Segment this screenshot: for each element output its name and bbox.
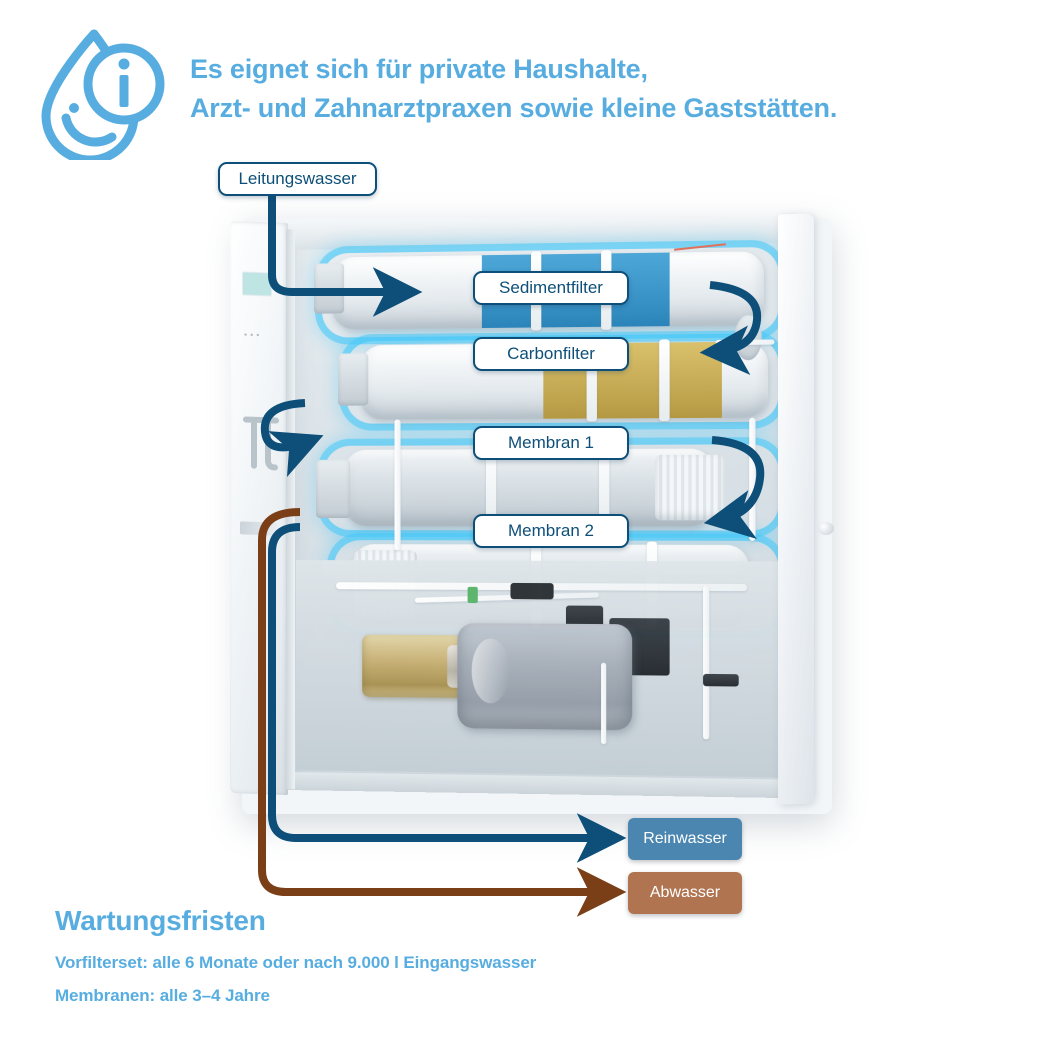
tube-upper-right xyxy=(715,339,775,346)
callout-leitungswasser[interactable]: Leitungswasser xyxy=(218,162,377,196)
maintenance-title: Wartungsfristen xyxy=(55,905,266,936)
output-box-abwasser[interactable]: Abwasser xyxy=(628,872,742,914)
control-panel-face xyxy=(230,220,288,796)
bay-drain-tube xyxy=(601,662,607,745)
headline-line-1: Es eignet sich für private Haushalte, xyxy=(190,54,648,84)
maintenance-section: Wartungsfristen Vorfilterset: alle 6 Mon… xyxy=(55,905,955,1019)
callout-sedimentfilter[interactable]: Sedimentfilter xyxy=(473,271,629,305)
maintenance-line-membranes: Membranen: alle 3–4 Jahre xyxy=(55,986,270,1005)
sensor-connector xyxy=(703,673,739,687)
dark-valve-1 xyxy=(510,582,554,600)
output-box-reinwasser[interactable]: Reinwasser xyxy=(628,818,742,860)
maintenance-line-prefilter: Vorfilterset: alle 6 Monate oder nach 9.… xyxy=(55,953,537,972)
panel-indicator-dots: ••• xyxy=(244,329,263,341)
headline-line-2: Arzt- und Zahnarztpraxen sowie kleine Ga… xyxy=(190,93,838,124)
panel-badge xyxy=(240,521,278,536)
tube-vertical-left xyxy=(394,419,401,551)
callout-membran-2[interactable]: Membran 2 xyxy=(473,514,629,548)
callout-membran-1[interactable]: Membran 1 xyxy=(473,426,629,460)
water-drop-info-icon xyxy=(32,24,168,165)
carbon-band-3 xyxy=(667,341,722,419)
carbon-outlet-fitting xyxy=(734,314,762,361)
green-valve xyxy=(467,586,478,604)
sediment-inlet-fitting xyxy=(314,263,345,314)
cabinet-door xyxy=(778,213,814,805)
carbon-strap-2 xyxy=(659,339,670,422)
bay-right-tube xyxy=(703,585,710,740)
page-title: Es eignet sich für private Haushalte, Ar… xyxy=(190,50,1020,128)
membrane-1-inlet-fitting xyxy=(316,459,351,519)
carbon-inlet-fitting xyxy=(338,353,369,406)
callout-carbonfilter[interactable]: Carbonfilter xyxy=(473,337,629,371)
door-knob-icon[interactable] xyxy=(818,522,834,535)
panel-display xyxy=(242,271,272,297)
tube-vertical-right xyxy=(749,417,756,541)
bay-tube-2 xyxy=(414,592,600,603)
pump-bay xyxy=(295,560,796,778)
membrane-1-cap xyxy=(655,454,725,521)
header: Es eignet sich für private Haushalte, Ar… xyxy=(0,0,1040,170)
brand-mark-icon xyxy=(240,399,284,481)
